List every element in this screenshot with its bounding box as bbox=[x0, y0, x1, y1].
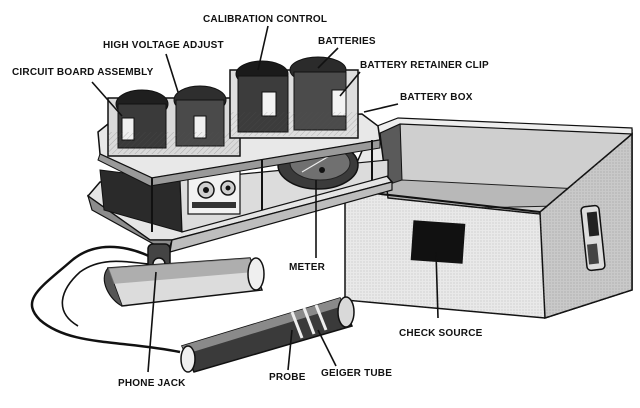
check-source-plate bbox=[410, 220, 466, 264]
battery-box bbox=[344, 117, 633, 320]
left-battery-pack bbox=[107, 85, 241, 157]
right-battery-pack bbox=[229, 56, 359, 139]
latch-icon bbox=[580, 204, 606, 272]
geiger-tube bbox=[180, 296, 355, 373]
probe-cable bbox=[30, 245, 181, 354]
leader-lines bbox=[91, 25, 439, 373]
label-calibration-control: CALIBRATION CONTROL bbox=[203, 14, 328, 25]
label-meter: METER bbox=[289, 262, 325, 273]
label-probe: PROBE bbox=[269, 372, 306, 383]
label-battery-box: BATTERY BOX bbox=[400, 92, 473, 103]
label-high-voltage-adjust: HIGH VOLTAGE ADJUST bbox=[103, 40, 224, 51]
label-phone-jack: PHONE JACK bbox=[118, 378, 186, 389]
label-circuit-board-assembly: CIRCUIT BOARD ASSEMBLY bbox=[12, 67, 154, 78]
label-battery-retainer-clip: BATTERY RETAINER CLIP bbox=[360, 60, 489, 71]
label-geiger-tube: GEIGER TUBE bbox=[321, 368, 393, 379]
label-batteries: BATTERIES bbox=[318, 36, 376, 47]
probe-cylinder bbox=[103, 257, 265, 307]
label-check-source: CHECK SOURCE bbox=[399, 328, 483, 339]
